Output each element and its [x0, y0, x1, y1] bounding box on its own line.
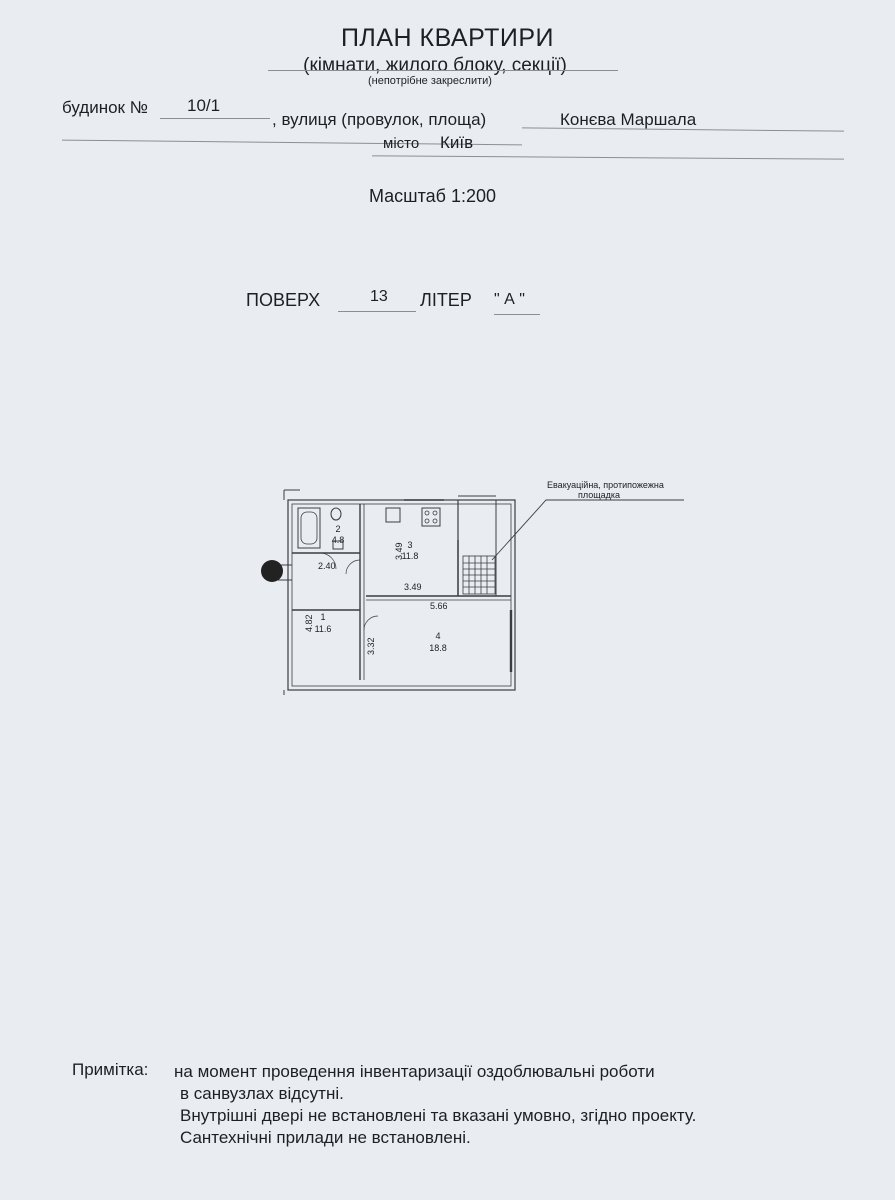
strike-hint: (непотрібне закреслити)	[368, 75, 492, 87]
room-1-area: 11.6	[315, 624, 332, 634]
scale-label: Масштаб 1:200	[368, 186, 497, 206]
stove-icon	[421, 507, 441, 527]
room-2-area: 4.8	[332, 535, 345, 545]
dim-3-49-v: 3.49	[394, 542, 404, 560]
sink-icon	[332, 540, 344, 550]
letter-underline	[494, 314, 540, 315]
bathtub-icon	[297, 507, 321, 549]
note-line-2: в санвузлах відсутні.	[180, 1084, 344, 1103]
dim-2-40: 2.40	[318, 561, 336, 571]
room-3-number: 3	[407, 540, 412, 550]
door-swing	[319, 552, 337, 570]
floor-value: 13	[370, 288, 388, 305]
street-label: , вулиця (провулок, площа)	[272, 110, 487, 129]
toilet-icon	[330, 507, 342, 521]
room-2-number: 2	[335, 524, 340, 534]
callout-line-1: Евакуаційна, протипожежна	[547, 480, 664, 490]
callout-leader	[491, 499, 684, 561]
note-line-4: Сантехнічні прилади не встановлені.	[180, 1128, 471, 1147]
page-title: ПЛАН КВАРТИРИ	[340, 24, 555, 52]
door-swing	[345, 559, 361, 575]
room-1-number: 1	[320, 612, 325, 622]
inner-walls	[292, 504, 511, 680]
floor-underline	[338, 311, 416, 312]
letter-value: " А "	[494, 291, 525, 308]
note-label: Примітка:	[72, 1060, 149, 1079]
letter-label: ЛІТЕР	[420, 290, 472, 310]
room-4-area: 18.8	[429, 643, 447, 653]
city-label: місто	[383, 135, 420, 152]
dim-5-66: 5.66	[430, 601, 448, 611]
dim-3-49-h: 3.49	[404, 582, 422, 592]
evacuation-platform	[462, 555, 496, 595]
city-value: Київ	[440, 133, 474, 152]
building-underline	[160, 118, 270, 119]
floor-label: ПОВЕРХ	[246, 290, 321, 310]
building-label: будинок №	[62, 98, 148, 117]
dim-3-32: 3.32	[366, 637, 376, 655]
subtitle-underline	[268, 70, 618, 71]
outer-walls	[275, 489, 516, 695]
room-4-number: 4	[435, 631, 440, 641]
dim-4-82: 4.82	[304, 614, 314, 632]
building-number: 10/1	[187, 96, 221, 115]
entrance-marker-icon	[261, 560, 283, 582]
street-value: Конєва Маршала	[560, 110, 697, 129]
note-line-1: на момент проведення інвентаризації оздо…	[174, 1062, 655, 1081]
note-line-3: Внутрішні двері не встановлені та вказан…	[180, 1106, 697, 1125]
callout-line-2: площадка	[578, 490, 620, 500]
room-3-area: 11.8	[402, 551, 419, 561]
kitchen-sink-icon	[385, 507, 401, 523]
door-swing	[363, 615, 379, 631]
